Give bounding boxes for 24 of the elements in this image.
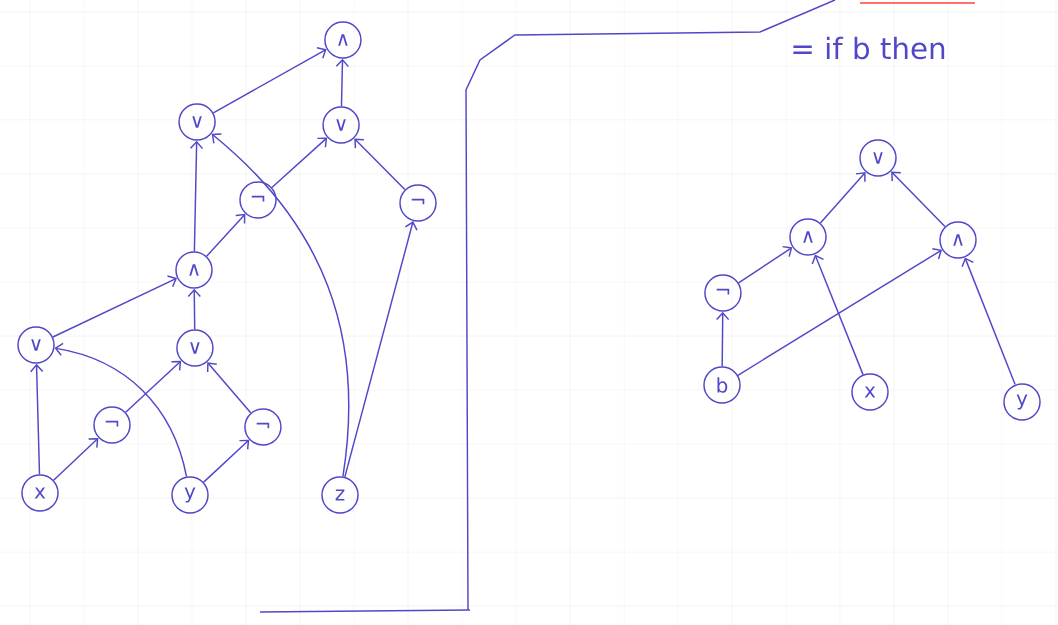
- arrow: [211, 133, 350, 478]
- handwritten-note: = if b then: [793, 36, 945, 60]
- arrow: [52, 437, 99, 481]
- arrow: [202, 439, 250, 483]
- arrow: [737, 248, 943, 376]
- arrow: [125, 360, 182, 414]
- arrow: [206, 362, 252, 414]
- arrow: [354, 138, 406, 191]
- arrow: [811, 254, 864, 376]
- arrow: [715, 311, 730, 368]
- arrow: [54, 342, 188, 478]
- arrow: [30, 363, 44, 476]
- arrow: [189, 140, 204, 252]
- arrow: [187, 288, 202, 330]
- arrow: [961, 257, 1016, 386]
- arrow: [271, 137, 328, 189]
- arrow: [891, 171, 946, 228]
- arrow: [205, 213, 246, 257]
- arrow: [344, 221, 418, 478]
- arrow: [737, 245, 793, 284]
- arrow: [335, 58, 350, 108]
- arrow: [212, 47, 327, 114]
- arrow: [52, 275, 178, 338]
- arrow: [819, 172, 866, 224]
